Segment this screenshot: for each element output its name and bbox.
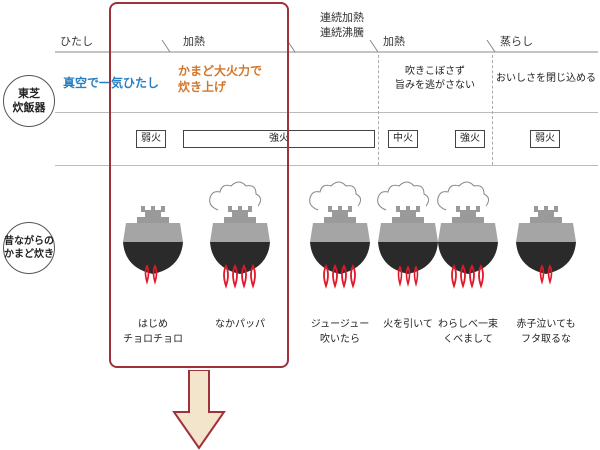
flame-small [144,264,158,285]
stage-renzoku-line1: 連続加熱 [320,11,364,24]
pot-2 [209,181,270,289]
stage-murashi: 蒸らし [500,35,533,48]
stage-kanetsu-1: 加熱 [183,35,205,48]
desc-lock-in-taste: おいしさを閉じ込める [496,73,596,84]
pot-5 [437,181,498,289]
desc-high-heat: かまど大火力で 炊き上げ [178,64,263,94]
caption-4: 火を引いて [383,319,433,330]
heat-weak-1: 弱火 [136,130,166,148]
flame-medium [397,265,419,288]
kamado-pots [123,181,576,289]
caption-2: なかパッパ [215,319,265,330]
stage-header-line [55,39,598,53]
highlight-frame [109,2,289,368]
flame-large [323,263,356,289]
pot-3 [309,181,370,289]
row2-label-traditional-kamado: 昔ながらの かまど炊き [3,222,55,274]
caption-6: 赤子泣いても フタ取るな [516,319,576,345]
pot-1 [123,206,183,285]
pot-4 [377,181,438,288]
stage-kanetsu-2: 加熱 [383,35,405,48]
pot-6 [516,206,576,285]
row1-divider-bottom [55,165,598,166]
flame-large [223,263,256,289]
heat-weak-2: 弱火 [530,130,560,148]
caption-1: はじめ チョロチョロ [123,319,183,345]
desc-no-boilover: 吹きこぼさず 旨みを逃がさない [395,66,475,91]
heat-strong-1: 強火 [183,130,375,148]
row1-divider-top [55,112,598,113]
down-arrow-icon [172,370,226,450]
separator-1 [378,55,379,165]
heat-medium: 中火 [388,130,418,148]
separator-2 [492,55,493,165]
flame-small [539,264,553,285]
heat-strong-2: 強火 [455,130,485,148]
caption-3: ジュージュー 吹いたら [310,319,370,345]
stage-renzoku-line2: 連続沸騰 [320,26,364,39]
row1-label-toshiba-cooker: 東芝 炊飯器 [3,75,55,127]
caption-5: わらしべ一束 くべまして [438,319,498,345]
stage-hitashi: ひたし [60,35,93,48]
flame-large [451,263,484,289]
